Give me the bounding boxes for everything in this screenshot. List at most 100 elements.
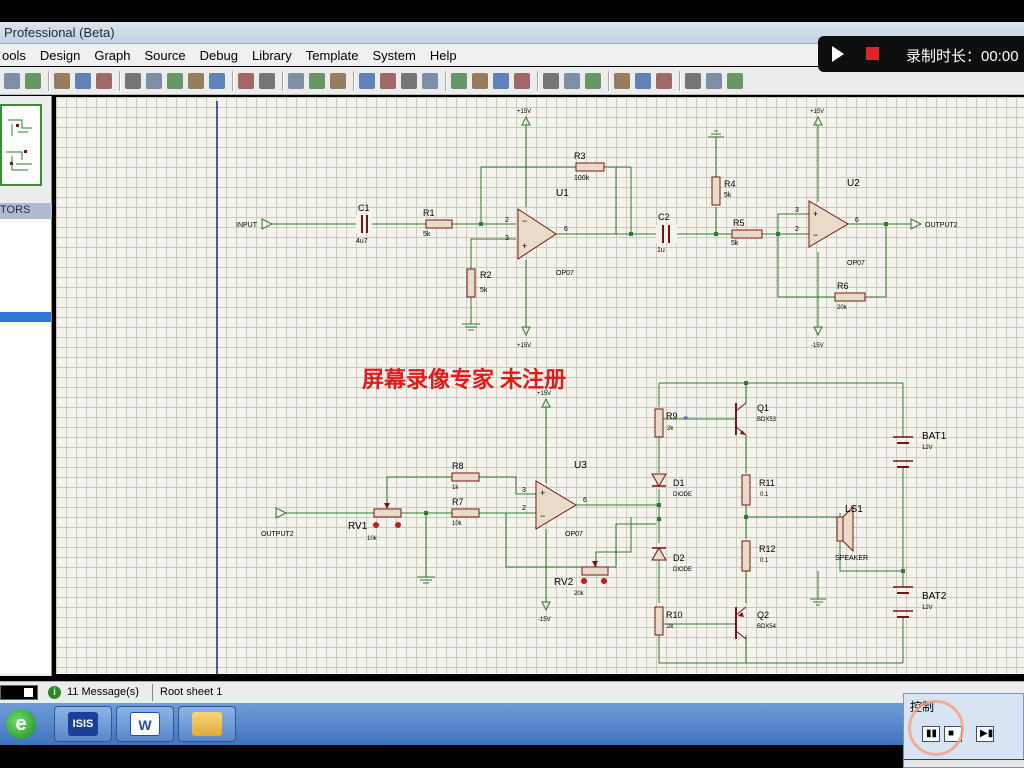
schematic-canvas[interactable]: INPUT C1 4u7 R1 5k R3 100k R2 5k	[56, 97, 1024, 674]
resistor-r9[interactable]: R9 2k ⌖	[654, 408, 689, 438]
menu-library[interactable]: Library	[251, 47, 292, 63]
transistor-q1[interactable]: Q1 BDX53	[735, 402, 777, 436]
opamp-u2[interactable]: + − 3 2 6 U2 OP07	[795, 178, 865, 267]
potentiometer-rv1[interactable]: RV1 10k	[348, 503, 402, 542]
remove-sheet-icon[interactable]	[635, 73, 651, 89]
goto-sheet-icon[interactable]	[656, 73, 672, 89]
paste-icon[interactable]	[330, 73, 346, 89]
redo-icon[interactable]	[259, 73, 275, 89]
toolbar-separator	[679, 71, 681, 91]
new-sheet-icon[interactable]	[614, 73, 630, 89]
selected-device-row[interactable]	[0, 312, 51, 322]
taskbar-isis-button[interactable]: ISIS	[54, 706, 112, 742]
block-rotate-icon[interactable]	[401, 73, 417, 89]
resistor-r6[interactable]: R6 20k	[834, 281, 866, 311]
capacitor-c2[interactable]: C2 1u	[656, 212, 677, 254]
page-icon[interactable]	[25, 73, 41, 89]
bom-icon[interactable]	[685, 73, 701, 89]
decompose-icon[interactable]	[514, 73, 530, 89]
opamp-u3[interactable]: + − 3 2 6 U3 OP07	[522, 460, 587, 538]
bat2-ref: BAT2	[922, 591, 947, 602]
origin-icon[interactable]	[96, 73, 112, 89]
wire-autorouter-icon[interactable]	[543, 73, 559, 89]
resistor-r7[interactable]: R7 10k	[451, 497, 480, 527]
message-count[interactable]: 11 Message(s)	[67, 686, 139, 698]
search-tag-icon[interactable]	[564, 73, 580, 89]
resistor-r10[interactable]: R10 2k	[654, 606, 683, 636]
resistor-r8[interactable]: R8 1k	[451, 461, 480, 491]
ground-symbol-r2	[462, 323, 480, 331]
copy-icon[interactable]	[309, 73, 325, 89]
u2-value: OP07	[847, 260, 865, 267]
package-tool-icon[interactable]	[493, 73, 509, 89]
speaker-ls1[interactable]: LS1 SPEAKER	[835, 504, 868, 562]
pick-device-icon[interactable]	[451, 73, 467, 89]
menu-help[interactable]: Help	[429, 47, 457, 63]
animation-control-box[interactable]	[0, 685, 38, 700]
menu-system[interactable]: System	[372, 47, 416, 63]
u3-neg-rail: -15V	[538, 617, 551, 623]
capacitor-c1[interactable]: C1 4u7	[356, 203, 372, 245]
battery-bat2[interactable]: BAT2 12V	[893, 586, 947, 618]
block-move-icon[interactable]	[380, 73, 396, 89]
ground-symbol-speaker	[810, 598, 826, 606]
opamp-u1[interactable]: − + 2 3 6 U1 OP07	[505, 188, 574, 277]
rv2-ref: RV2	[554, 577, 574, 588]
skip-button[interactable]: ▶▮	[976, 726, 994, 742]
resistor-r2[interactable]: R2 5k	[466, 268, 492, 298]
d1-ref: D1	[673, 478, 685, 488]
resistor-r12[interactable]: R12 0.1	[741, 540, 776, 572]
r4-ref: R4	[724, 179, 736, 189]
menu-template[interactable]: Template	[305, 47, 359, 63]
print-icon[interactable]	[4, 73, 20, 89]
r9-value: 2k	[667, 426, 674, 432]
resistor-r4[interactable]: R4 5k	[711, 176, 736, 206]
diode-d2[interactable]: D2 DIODE	[651, 547, 692, 573]
resistor-r1[interactable]: R1 5k	[423, 208, 453, 238]
block-delete-icon[interactable]	[422, 73, 438, 89]
make-device-icon[interactable]	[472, 73, 488, 89]
property-assign-icon[interactable]	[585, 73, 601, 89]
ares-icon[interactable]	[727, 73, 743, 89]
zoom-all-icon[interactable]	[188, 73, 204, 89]
resistor-r11[interactable]: R11 0.1	[741, 474, 775, 506]
stage1-wires	[272, 125, 911, 327]
r8-ref: R8	[452, 461, 464, 471]
menu-graph[interactable]: Graph	[94, 47, 131, 63]
grid-icon[interactable]	[75, 73, 91, 89]
block-copy-icon[interactable]	[359, 73, 375, 89]
resistor-r5[interactable]: R5 5k	[731, 218, 763, 247]
zoom-out-icon[interactable]	[167, 73, 183, 89]
status-separator	[152, 684, 153, 701]
battery-bat1[interactable]: BAT1 12V	[893, 431, 947, 468]
potentiometer-rv2[interactable]: RV2 20k	[554, 561, 609, 597]
menu-source[interactable]: Source	[144, 47, 186, 63]
zoom-in-icon[interactable]	[146, 73, 162, 89]
cut-icon[interactable]	[288, 73, 304, 89]
device-selector-list[interactable]	[0, 219, 51, 674]
u1-value: OP07	[556, 270, 574, 277]
menu-tools[interactable]: ools	[2, 47, 26, 63]
zoom-area-icon[interactable]	[209, 73, 225, 89]
transistor-q2[interactable]: Q2 BDX54	[735, 606, 777, 640]
diode-d1[interactable]: D1 DIODE	[651, 473, 692, 498]
svg-text:+: +	[540, 488, 545, 498]
r4-value: 5k	[724, 192, 732, 199]
stop-icon[interactable]	[866, 47, 879, 60]
play-icon[interactable]	[832, 46, 844, 62]
internet-explorer-icon[interactable]: e	[6, 709, 36, 739]
pan-icon[interactable]	[125, 73, 141, 89]
menu-debug[interactable]: Debug	[199, 47, 238, 63]
undo-icon[interactable]	[238, 73, 254, 89]
taskbar-word-button[interactable]: W	[116, 706, 174, 742]
refresh-icon[interactable]	[54, 73, 70, 89]
overview-window[interactable]	[0, 104, 42, 186]
r10-value: 2k	[667, 624, 674, 630]
menu-design[interactable]: Design	[39, 47, 81, 63]
taskbar-explorer-button[interactable]	[178, 706, 236, 742]
u1-pin3: 3	[505, 235, 509, 242]
erc-icon[interactable]	[706, 73, 722, 89]
crosshair-cursor-icon: ⌖	[683, 413, 689, 424]
info-icon[interactable]: i	[48, 686, 61, 699]
resistor-r3[interactable]: R3 100k	[574, 151, 605, 182]
